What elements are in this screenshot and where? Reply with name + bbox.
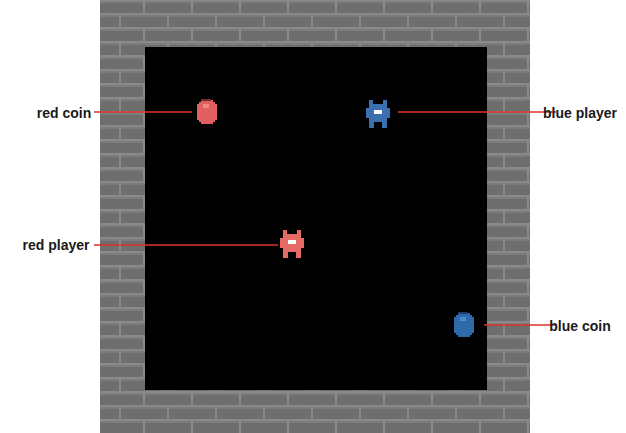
blue-coin <box>454 312 474 337</box>
callout-label: red coin <box>22 105 106 122</box>
callout-label: red player <box>14 237 98 254</box>
leader-line <box>484 324 556 326</box>
leader-line <box>398 111 556 113</box>
arena-floor <box>145 47 487 390</box>
red-player <box>280 230 304 258</box>
callout-label: blue coin <box>538 318 622 335</box>
brick-wall <box>100 0 530 433</box>
leader-line <box>94 244 278 246</box>
red-coin <box>197 99 217 124</box>
callout-label: blue player <box>538 105 622 122</box>
leader-line <box>94 111 192 113</box>
blue-player <box>366 100 390 128</box>
